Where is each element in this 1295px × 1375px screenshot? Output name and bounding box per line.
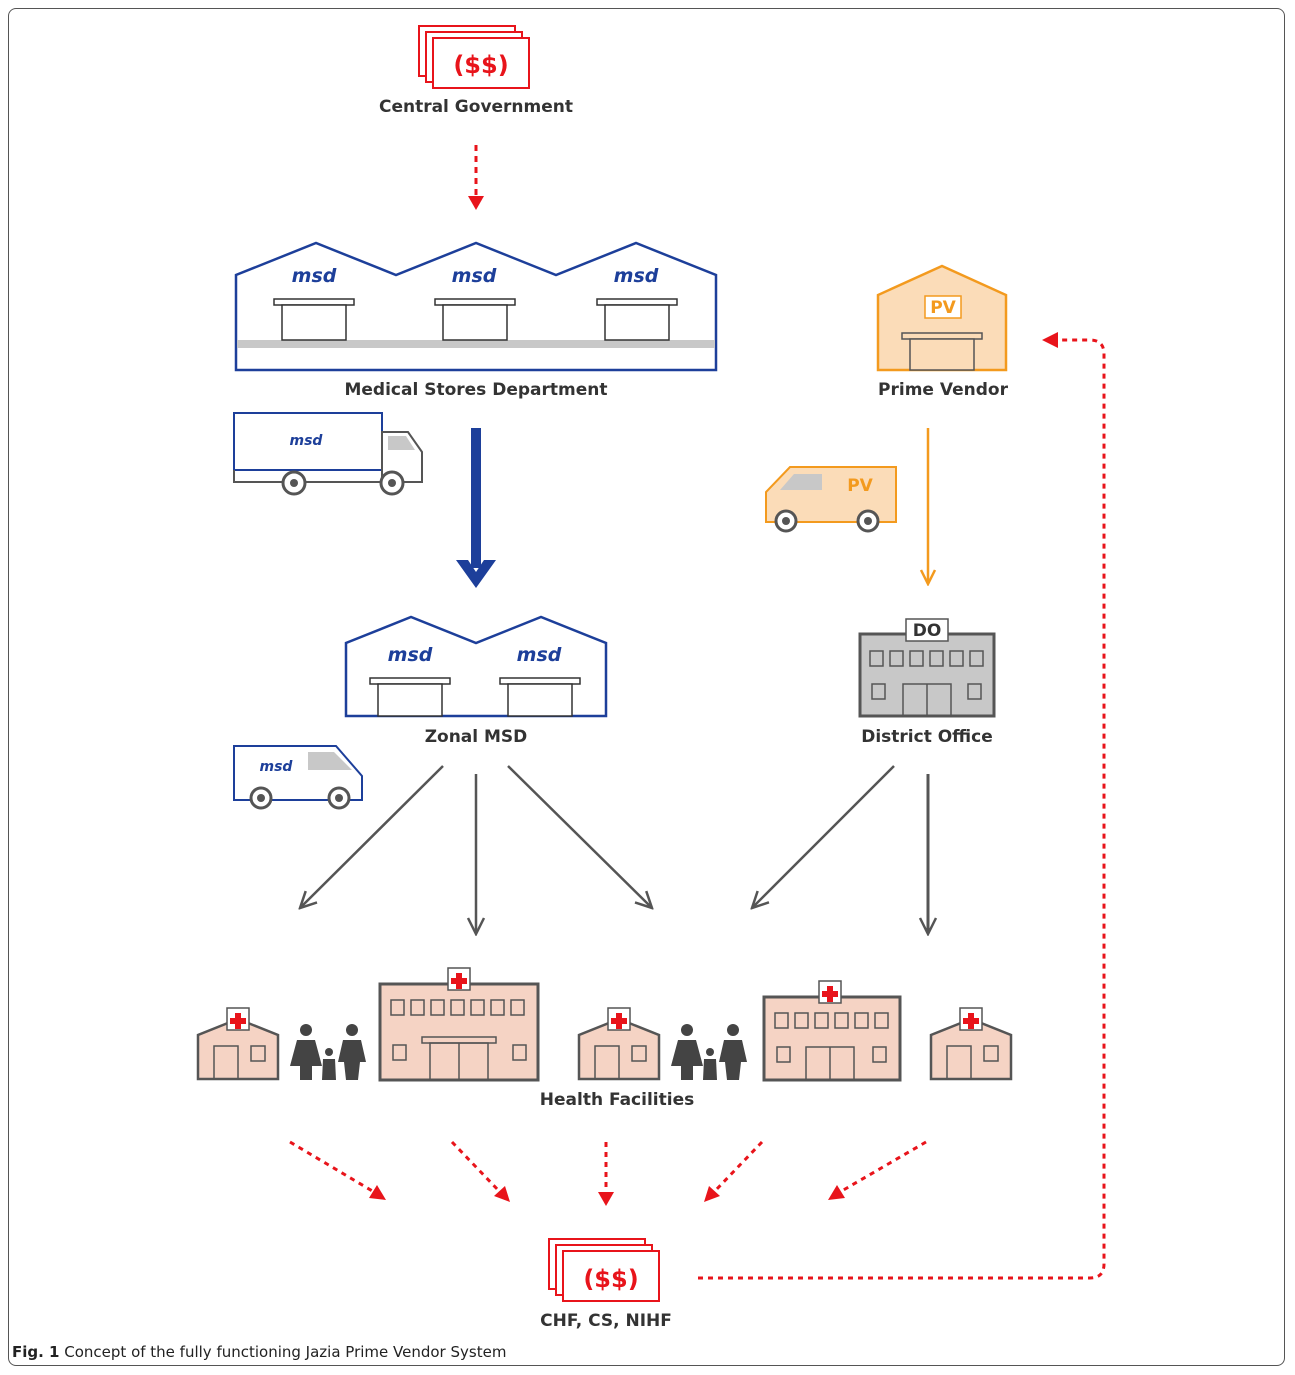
msd-logo: msd bbox=[292, 265, 337, 287]
pv-logo: PV bbox=[847, 476, 873, 496]
hospital-icon bbox=[762, 980, 902, 1082]
district-office-label: District Office bbox=[861, 727, 993, 747]
money-stack-icon: ($$) bbox=[418, 25, 530, 89]
hospital-icon bbox=[378, 967, 540, 1082]
msd-van-icon: msd bbox=[233, 745, 363, 810]
distribution-arrows bbox=[300, 765, 928, 934]
figure-frame bbox=[8, 8, 1285, 1366]
msd-logo: msd bbox=[290, 433, 324, 449]
prime-vendor-label: Prime Vendor bbox=[878, 380, 1009, 400]
figure-caption: Fig. 1 Concept of the fully functioning … bbox=[12, 1343, 506, 1361]
reimbursement-loop bbox=[698, 338, 1106, 1280]
pv-logo: PV bbox=[930, 298, 956, 318]
medical-stores-label: Medical Stores Department bbox=[344, 380, 607, 400]
do-logo: DO bbox=[913, 621, 942, 641]
figure-number: Fig. 1 bbox=[12, 1343, 60, 1361]
money-symbol: ($$) bbox=[453, 51, 508, 79]
msd-logo: msd bbox=[517, 644, 562, 666]
zonal-msd-warehouse-icon: msd msd bbox=[344, 615, 608, 718]
msd-logo: msd bbox=[388, 644, 433, 666]
payment-arrowheads bbox=[369, 1185, 845, 1206]
zonal-msd-label: Zonal MSD bbox=[425, 727, 528, 747]
msd-logo: msd bbox=[452, 265, 497, 287]
district-office-building-icon: DO bbox=[858, 618, 996, 718]
figure-caption-text: Concept of the fully functioning Jazia P… bbox=[64, 1343, 507, 1361]
family-icon bbox=[671, 1024, 747, 1080]
msd-logo: msd bbox=[260, 759, 294, 775]
money-symbol: ($$) bbox=[583, 1265, 638, 1293]
msd-truck-icon: msd bbox=[233, 412, 423, 496]
payment-arrows bbox=[289, 1140, 927, 1194]
money-stack-icon: ($$) bbox=[548, 1238, 660, 1302]
prime-vendor-warehouse-icon: PV bbox=[876, 264, 1008, 372]
msd-logo: msd bbox=[614, 265, 659, 287]
family-icon bbox=[290, 1024, 366, 1080]
reimbursement-arrowhead bbox=[1042, 332, 1058, 348]
supply-arrow-blue bbox=[456, 428, 496, 588]
pv-van-icon: PV bbox=[765, 466, 897, 533]
health-facilities-label: Health Facilities bbox=[540, 1090, 694, 1110]
small-clinic-icon bbox=[577, 1007, 661, 1081]
msd-warehouse-icon: msd msd msd bbox=[234, 241, 718, 372]
funding-arrowhead bbox=[468, 196, 484, 210]
central-government-label: Central Government bbox=[379, 97, 573, 117]
small-clinic-icon bbox=[929, 1007, 1013, 1081]
funds-label: CHF, CS, NIHF bbox=[540, 1311, 672, 1331]
small-clinic-icon bbox=[196, 1007, 280, 1081]
